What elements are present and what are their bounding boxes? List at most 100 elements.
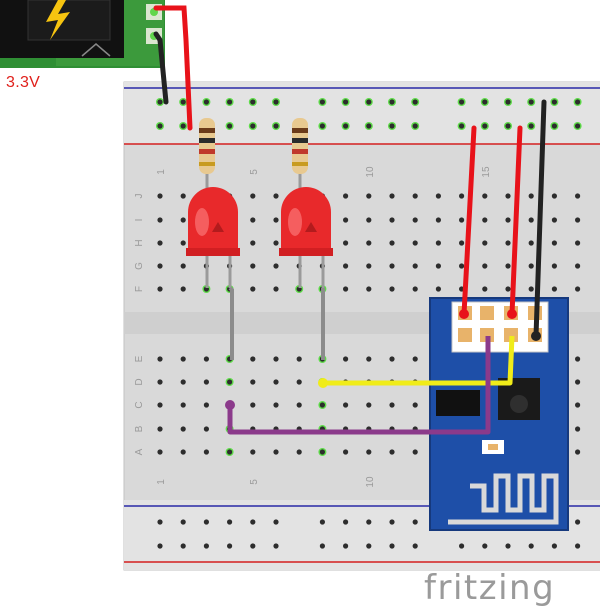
rail-hole — [319, 519, 325, 525]
terminal-hole — [412, 286, 418, 292]
terminal-hole — [459, 217, 465, 223]
rail-hole — [575, 519, 581, 525]
terminal-hole — [412, 356, 418, 362]
terminal-hole — [157, 449, 163, 455]
terminal-hole — [343, 356, 349, 362]
rail-hole-core — [459, 123, 465, 129]
rail-hole-core — [528, 99, 534, 105]
terminal-hole — [366, 240, 372, 246]
rail-hole-core — [389, 99, 395, 105]
resistor-2 — [292, 118, 308, 174]
rail-hole-core — [250, 99, 256, 105]
rail-hole-core — [412, 123, 418, 129]
row-letter: G — [134, 262, 145, 270]
terminal-hole — [575, 426, 581, 432]
resistor-1 — [199, 118, 215, 174]
terminal-hole — [412, 240, 418, 246]
terminal-hole — [157, 193, 163, 199]
terminal-hole — [551, 193, 558, 199]
column-number: 5 — [249, 479, 260, 485]
terminal-hole — [528, 240, 534, 246]
terminal-hole — [366, 286, 372, 292]
terminal-hole — [575, 217, 581, 223]
rail-hole-core — [319, 99, 325, 105]
terminal-hole — [551, 217, 558, 223]
terminal-hole — [551, 263, 558, 269]
esp-01-module — [429, 297, 569, 531]
rail-hole — [343, 519, 349, 525]
led-1 — [186, 187, 240, 256]
terminal-hole — [250, 286, 256, 292]
terminal-hole — [273, 217, 279, 223]
lightning-bolt-icon — [46, 0, 70, 40]
red-wire-power — [153, 5, 193, 131]
terminal-hole — [157, 217, 163, 223]
rail-hole — [412, 519, 418, 525]
terminal-hole — [157, 263, 163, 269]
terminal-hole — [273, 449, 279, 455]
terminal-hole — [273, 356, 279, 362]
terminal-hole — [435, 240, 441, 246]
terminal-hole — [250, 263, 256, 269]
rail-hole — [319, 543, 325, 549]
terminal-hole — [227, 379, 233, 385]
terminal-hole — [575, 379, 581, 385]
rail-hole-core — [343, 123, 349, 129]
rail-hole-core — [157, 99, 163, 105]
terminal-hole — [366, 217, 372, 223]
rail-hole — [203, 543, 209, 549]
rail-hole-core — [273, 123, 279, 129]
terminal-hole — [157, 286, 163, 292]
terminal-hole — [250, 356, 256, 362]
terminal-hole — [366, 449, 372, 455]
rail-hole-core — [551, 123, 558, 129]
terminal-hole — [389, 263, 395, 269]
terminal-hole — [505, 193, 511, 199]
terminal-hole — [157, 356, 163, 362]
rail-hole — [180, 519, 186, 525]
rail-hole-core — [227, 99, 233, 105]
rail-hole-core — [227, 123, 233, 129]
terminal-hole — [227, 449, 233, 455]
rail-hole-core — [528, 123, 534, 129]
terminal-hole — [319, 449, 325, 455]
terminal-hole — [273, 193, 279, 199]
terminal-hole — [435, 286, 441, 292]
rail-hole-core — [319, 123, 325, 129]
terminal-hole — [505, 286, 511, 292]
rail-hole — [389, 543, 395, 549]
terminal-hole — [459, 240, 465, 246]
rail-hole-core — [273, 99, 279, 105]
column-number: 1 — [156, 169, 167, 175]
terminal-hole — [180, 193, 186, 199]
rail-hole-core — [482, 123, 488, 129]
terminal-hole — [366, 402, 372, 408]
gray-jumper-1 — [228, 286, 234, 360]
terminal-hole — [180, 263, 186, 269]
terminal-hole — [505, 217, 511, 223]
power-rail-holes — [156, 98, 582, 549]
row-letter: D — [134, 378, 145, 385]
terminal-hole — [273, 402, 279, 408]
rail-hole-core — [551, 99, 558, 105]
power-module — [0, 0, 165, 68]
terminal-hole — [505, 263, 511, 269]
terminal-hole — [389, 449, 395, 455]
terminal-hole — [180, 426, 186, 432]
terminal-hole — [250, 240, 256, 246]
row-letter: E — [134, 355, 145, 362]
rail-hole-core — [575, 123, 581, 129]
terminal-hole — [528, 286, 534, 292]
rail-hole — [551, 543, 558, 549]
terminal-hole — [343, 217, 349, 223]
terminal-hole — [180, 402, 186, 408]
rail-hole — [343, 543, 349, 549]
terminal-hole — [250, 217, 256, 223]
rail-hole — [389, 519, 395, 525]
terminal-hole — [389, 240, 395, 246]
terminal-hole — [250, 193, 256, 199]
terminal-hole — [203, 356, 209, 362]
terminal-hole — [459, 193, 465, 199]
